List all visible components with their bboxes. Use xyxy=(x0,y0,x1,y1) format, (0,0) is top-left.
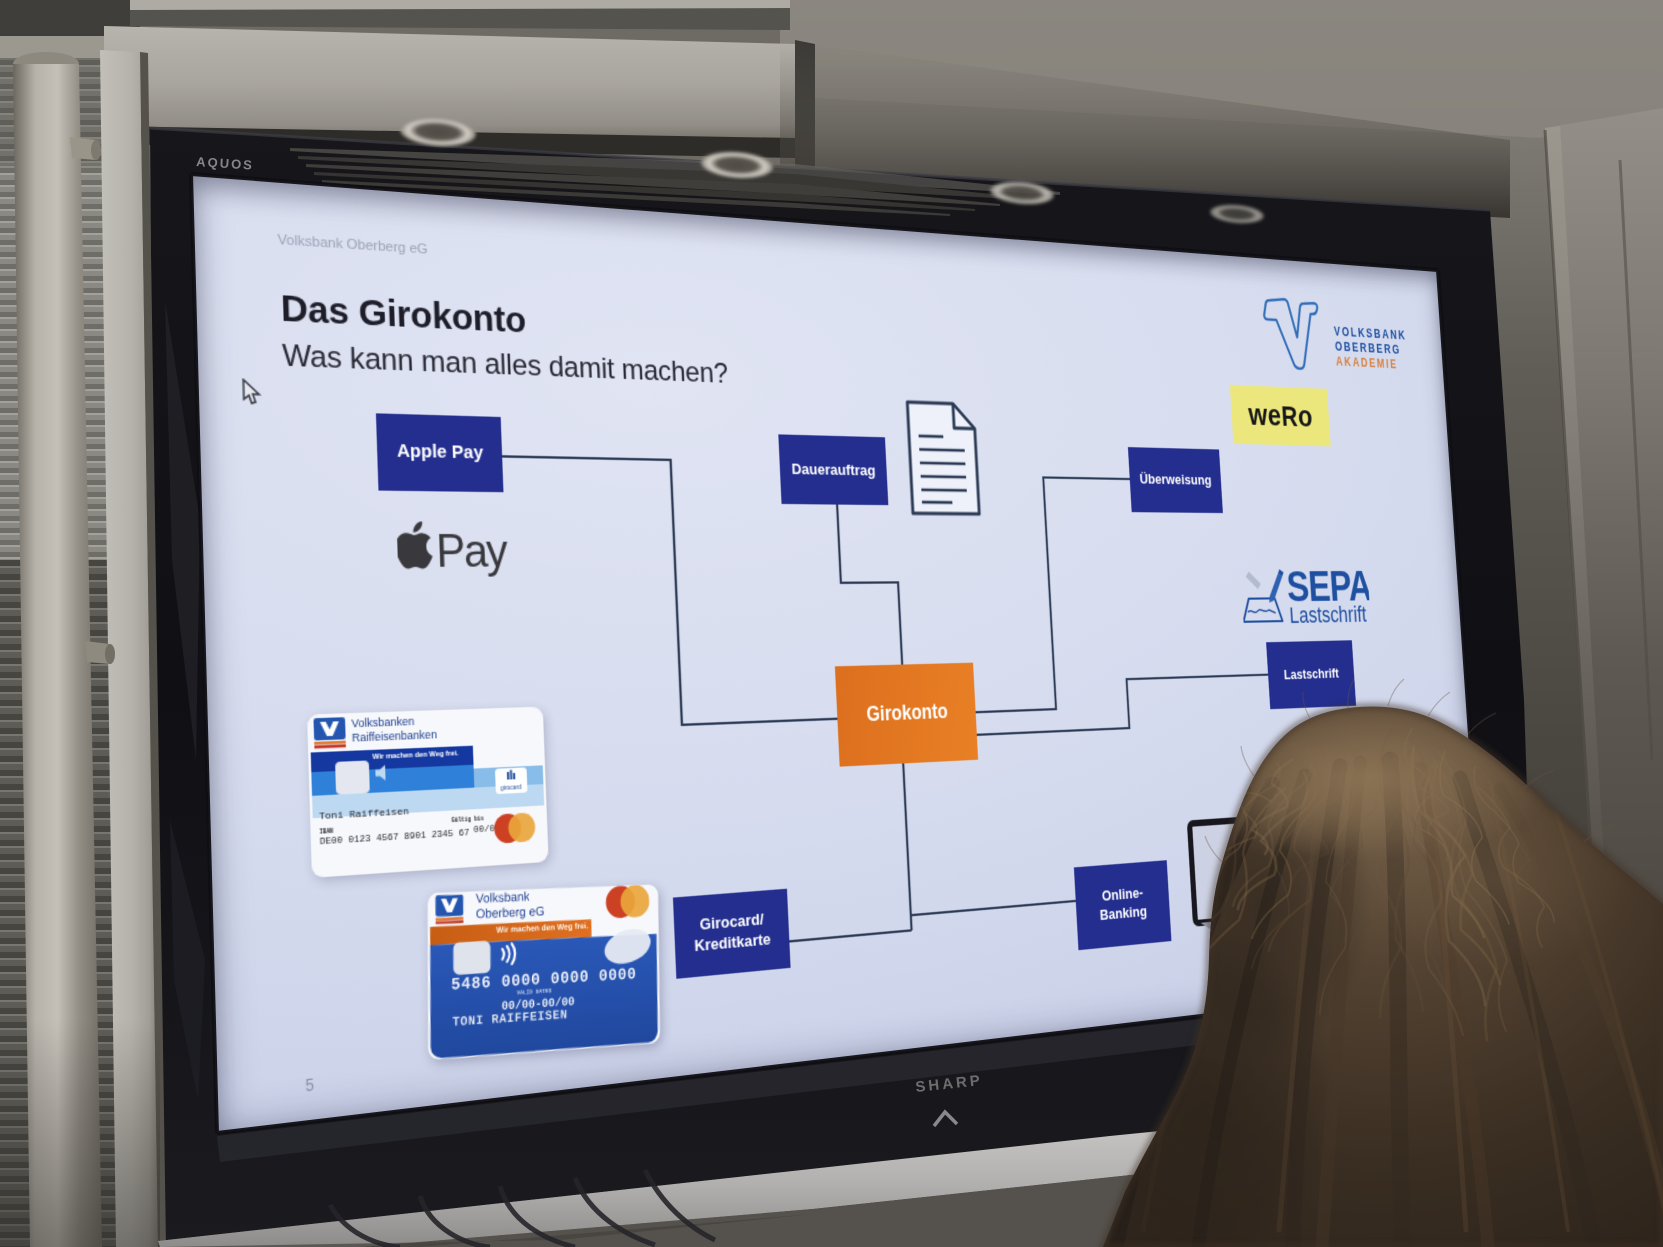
svg-text:AKADEMIE: AKADEMIE xyxy=(1336,356,1399,372)
svg-text:SEPA: SEPA xyxy=(1285,563,1371,611)
svg-text:Pay: Pay xyxy=(435,526,509,577)
svg-text:OBERBERG: OBERBERG xyxy=(1335,341,1402,357)
svg-text:girocard: girocard xyxy=(500,784,522,792)
svg-text:AQUOS: AQUOS xyxy=(196,154,254,173)
svg-text:VOLKSBANK: VOLKSBANK xyxy=(1334,326,1407,343)
svg-text:Lastschrift: Lastschrift xyxy=(1289,602,1368,628)
